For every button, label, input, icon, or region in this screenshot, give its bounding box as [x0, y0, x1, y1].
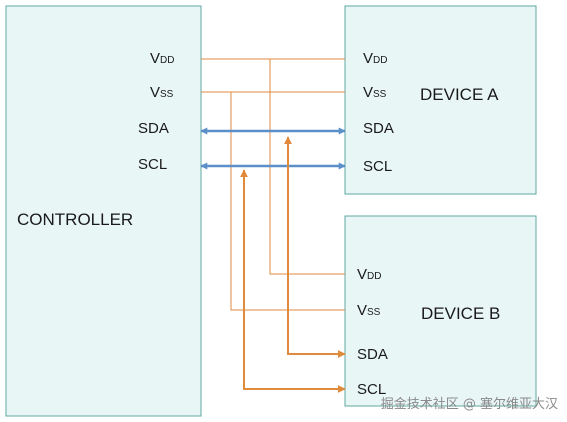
device-b-scl-label: SCL [357, 381, 386, 398]
device-b-vdd-label: VDD [357, 266, 381, 283]
device-a-vdd-label: VDD [363, 50, 387, 67]
controller-title: CONTROLLER [17, 210, 133, 229]
device-a-sda-label: SDA [363, 120, 394, 137]
watermark-text: 掘金技术社区 @ 塞尔维亚大汉 [381, 396, 558, 412]
sda-bus-b [284, 136, 346, 358]
device-a-box [344, 5, 537, 195]
controller-sda-label: SDA [138, 120, 169, 137]
controller-scl-label: SCL [138, 156, 167, 173]
device-a-title: DEVICE A [420, 85, 499, 104]
power-wires [201, 58, 345, 311]
device-b-title: DEVICE B [421, 304, 500, 323]
controller-vss-label: VSS [150, 84, 174, 101]
device-a-vss-label: VSS [363, 84, 387, 101]
device-b-box [344, 215, 537, 407]
scl-bus-b [240, 169, 346, 393]
device-b-sda-label: SDA [357, 346, 388, 363]
controller-box [5, 5, 202, 417]
device-b-vss-label: VSS [357, 302, 381, 319]
device-a-scl-label: SCL [363, 158, 392, 175]
controller-vdd-label: VDD [150, 50, 174, 67]
